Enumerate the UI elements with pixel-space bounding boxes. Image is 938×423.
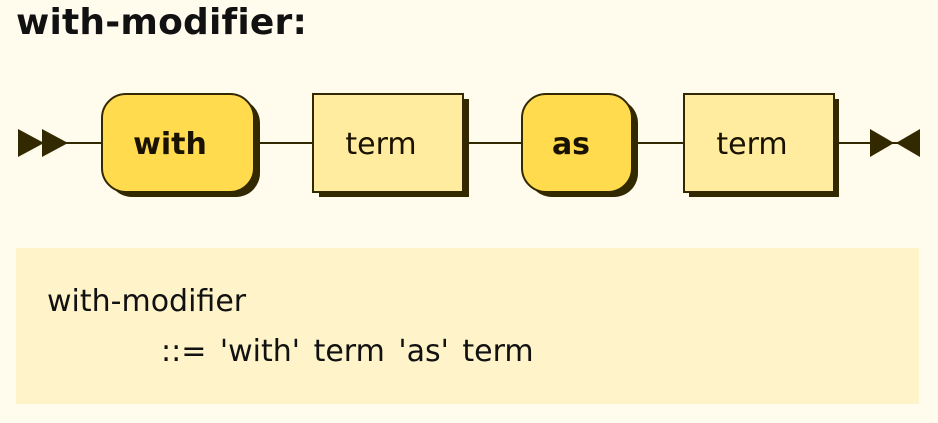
with-node: [101, 93, 255, 193]
as-node: [521, 93, 633, 193]
term-node-1-label: term: [345, 127, 416, 162]
with-node-label: with: [133, 127, 207, 162]
ebnf-definition: with-modifier ::= 'with' term 'as' term: [16, 248, 919, 404]
ebnf-rule-body: ::= 'with' term 'as' term: [161, 334, 534, 369]
ebnf-rule-name: with-modifier: [47, 284, 247, 319]
as-node-label: as: [552, 127, 590, 162]
diagram-title: with-modifier:: [16, 2, 308, 43]
start-arrow-icon: [18, 129, 68, 157]
term-node-2-label: term: [716, 127, 787, 162]
term-node-2: [683, 93, 835, 193]
railroad-diagram: with term as term: [18, 93, 920, 197]
end-arrow-icon: [870, 129, 920, 157]
term-node-1: [312, 93, 464, 193]
